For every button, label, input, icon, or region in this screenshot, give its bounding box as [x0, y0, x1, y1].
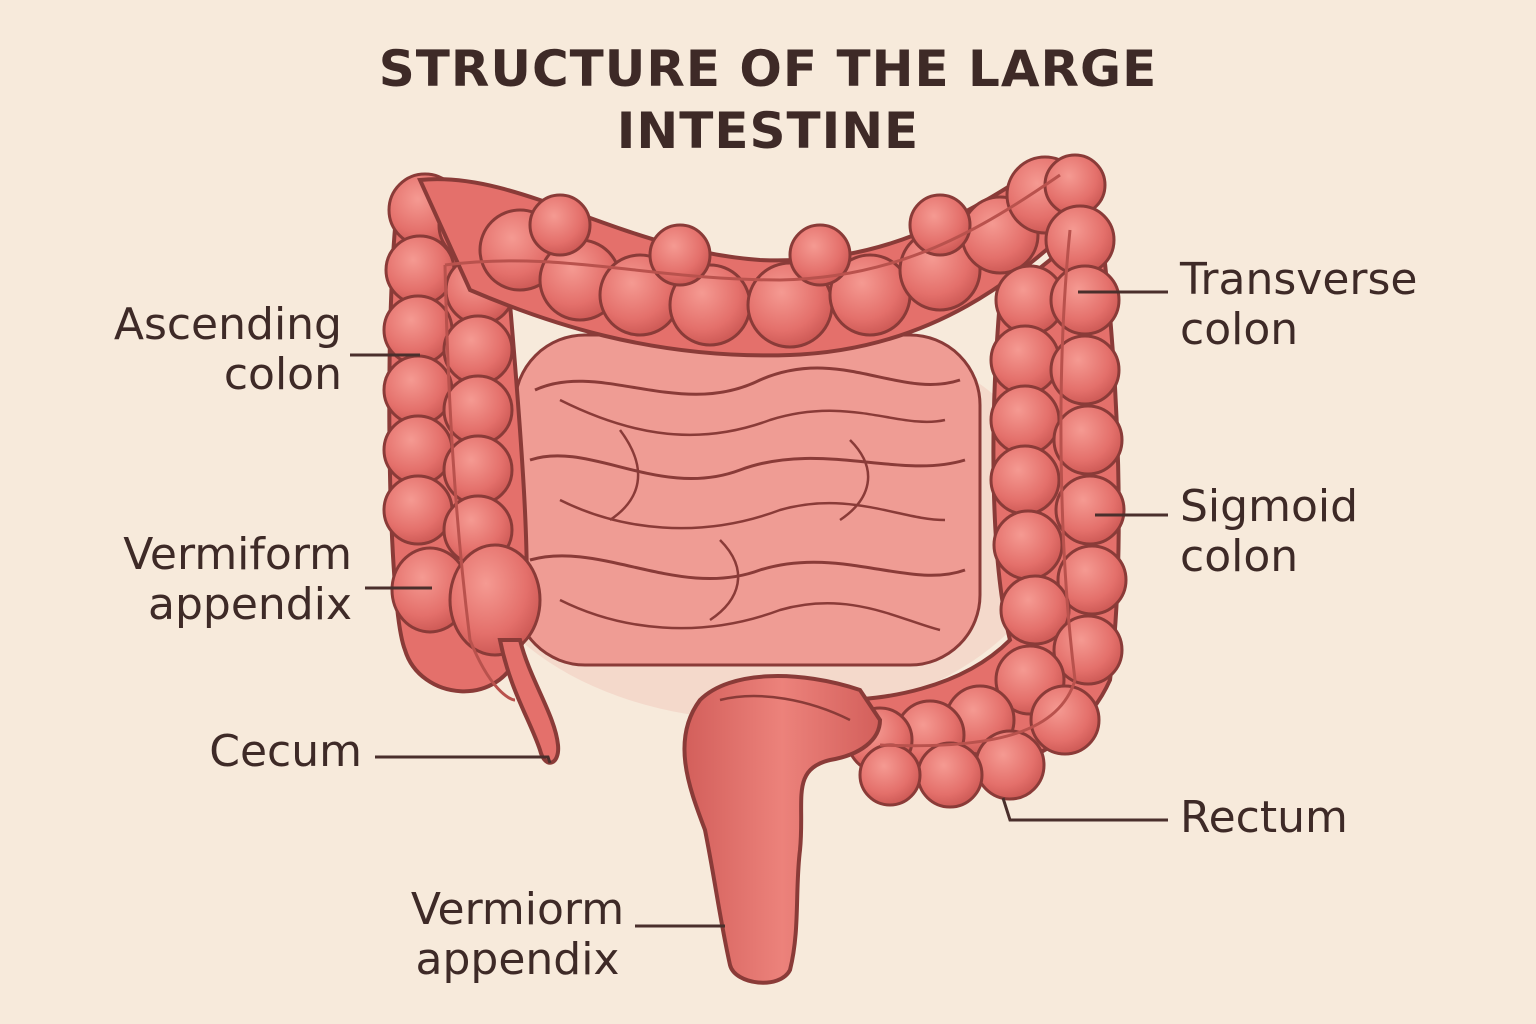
leader-cecum	[375, 755, 552, 764]
label-vermiorm-appendix-line2: appendix	[415, 934, 620, 985]
label-transverse-colon: Transverse colon	[1180, 255, 1480, 355]
title-line-2: INTESTINE	[616, 102, 920, 160]
rectum-shape	[682, 674, 883, 985]
label-sigmoid-colon-line1: Sigmoid	[1180, 481, 1359, 532]
descending-colon-haustra	[846, 204, 1128, 809]
title-line-1: STRUCTURE OF THE LARGE	[378, 40, 1158, 98]
label-ascending-colon-line2: colon	[223, 349, 342, 400]
descending-taenia	[879, 229, 1077, 748]
appendix-shape	[497, 638, 561, 765]
label-rectum-line1: Rectum	[1180, 792, 1348, 843]
label-rectum: Rectum	[1180, 793, 1440, 843]
transverse-colon-haustra	[478, 153, 1107, 349]
leader-lines	[350, 290, 1168, 928]
label-sigmoid-colon-line2: colon	[1180, 531, 1299, 582]
label-vermiorm-appendix: Vermiorm appendix	[385, 885, 650, 985]
transverse-taenia	[444, 173, 1061, 282]
label-ascending-colon-line1: Ascending	[113, 299, 342, 350]
label-ascending-colon: Ascending colon	[90, 300, 342, 400]
label-transverse-colon-line2: colon	[1180, 304, 1299, 355]
leader-rectum	[1001, 797, 1168, 822]
small-intestine	[513, 333, 982, 667]
ascending-taenia	[443, 264, 516, 702]
diagram-title: STRUCTURE OF THE LARGE INTESTINE	[0, 38, 1536, 162]
label-cecum-line1: Cecum	[209, 726, 362, 777]
label-sigmoid-colon: Sigmoid colon	[1180, 482, 1440, 582]
label-cecum: Cecum	[150, 727, 362, 777]
label-vermiform-appendix-line2: appendix	[148, 579, 352, 630]
rectum-fold	[719, 694, 851, 722]
label-vermiform-appendix-line1: Vermiform	[123, 529, 352, 580]
label-vermiorm-appendix-line1: Vermiorm	[410, 884, 625, 935]
label-transverse-colon-line1: Transverse	[1180, 254, 1418, 305]
label-vermiform-appendix: Vermiform appendix	[90, 530, 352, 630]
